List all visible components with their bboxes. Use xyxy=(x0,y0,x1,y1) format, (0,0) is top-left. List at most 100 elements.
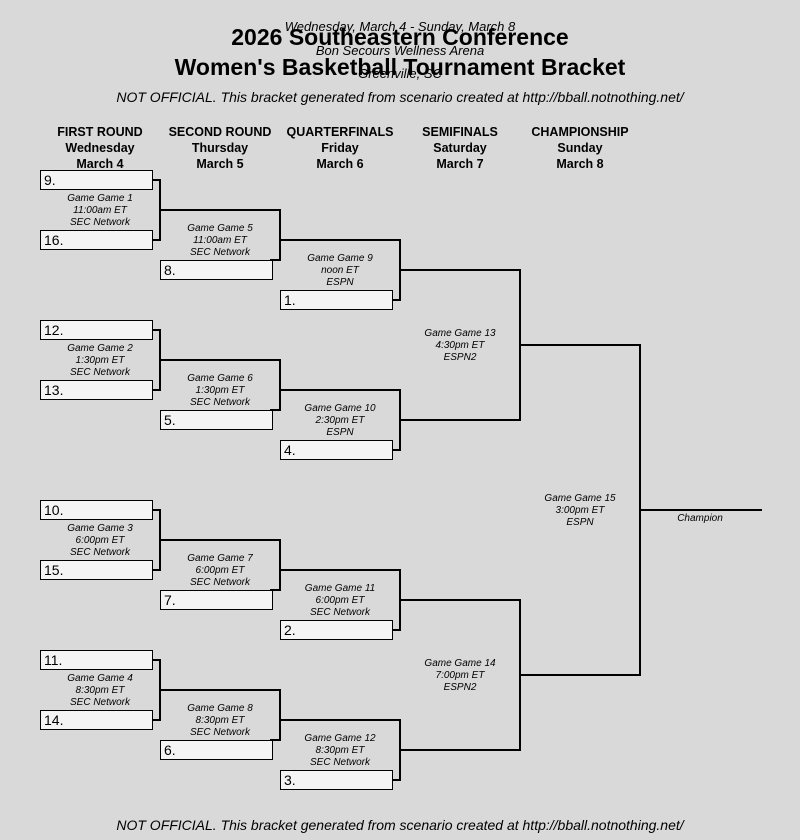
game-time: noon ET xyxy=(321,265,359,276)
bracket-connector xyxy=(160,359,281,411)
round-day: Saturday xyxy=(433,141,487,155)
game-network: ESPN xyxy=(326,277,354,288)
game-time: 6:00pm ET xyxy=(75,535,125,546)
disclaimer-bottom: NOT OFFICIAL. This bracket generated fro… xyxy=(116,817,684,833)
champion-label: Champion xyxy=(677,513,723,524)
game-time: 6:00pm ET xyxy=(315,595,365,606)
round-day: Sunday xyxy=(557,141,603,155)
round-date: March 8 xyxy=(556,157,604,171)
title-line-1: 2026 Southeastern Conference xyxy=(231,24,569,50)
game-time: 3:00pm ET xyxy=(555,505,605,516)
game-label: Game Game 15 xyxy=(544,493,616,504)
seed-slot-1[interactable]: 1. xyxy=(280,290,393,310)
seed-slot-5[interactable]: 5. xyxy=(160,410,273,430)
round-day: Thursday xyxy=(191,141,249,155)
game-label: Game Game 13 xyxy=(424,328,496,339)
seed-slot-2[interactable]: 2. xyxy=(280,620,393,640)
round-date: March 7 xyxy=(436,157,484,171)
game-label: Game Game 10 xyxy=(304,403,376,414)
game-network: SEC Network xyxy=(189,397,250,408)
game-info-10: Game Game 10 2:30pm ET ESPN xyxy=(280,403,400,439)
game-time: 8:30pm ET xyxy=(75,685,125,696)
game-time: 8:30pm ET xyxy=(315,745,365,756)
seed-slot-4[interactable]: 4. xyxy=(280,440,393,460)
game-network: SEC Network xyxy=(189,577,250,588)
seed-slot-15[interactable]: 15. xyxy=(40,560,153,580)
game-info-7: Game Game 7 6:00pm ET SEC Network xyxy=(160,553,280,589)
game-info-8: Game Game 8 8:30pm ET SEC Network xyxy=(160,703,280,739)
round-name: CHAMPIONSHIP xyxy=(531,125,629,139)
seed-slot-10[interactable]: 10. xyxy=(40,500,153,520)
round-header-quarterfinals: QUARTERFINALS Friday March 6 xyxy=(280,124,400,172)
seed-slot-8[interactable]: 8. xyxy=(160,260,273,280)
venue-city: Greenville, SC xyxy=(358,66,442,81)
game-label: Game Game 7 xyxy=(187,553,253,564)
game-time: 1:30pm ET xyxy=(75,355,125,366)
game-network: SEC Network xyxy=(309,757,370,768)
game-network: SEC Network xyxy=(189,727,250,738)
game-label: Game Game 4 xyxy=(67,673,133,684)
bracket-connector xyxy=(160,209,281,261)
game-label: Game Game 11 xyxy=(304,583,376,594)
game-time: 4:30pm ET xyxy=(435,340,485,351)
round-day: Friday xyxy=(321,141,359,155)
game-time: 1:30pm ET xyxy=(195,385,245,396)
game-time: 11:00am ET xyxy=(73,205,127,216)
game-info-4: Game Game 4 8:30pm ET SEC Network xyxy=(40,673,160,709)
game-network: SEC Network xyxy=(189,247,250,258)
tournament-dates: Wednesday, March 4 - Sunday, March 8 xyxy=(284,19,516,34)
game-info-11: Game Game 11 6:00pm ET SEC Network xyxy=(280,583,400,619)
game-label: Game Game 12 xyxy=(304,733,376,744)
venue-name: Bon Secours Wellness Arena xyxy=(315,43,485,58)
round-day: Wednesday xyxy=(65,141,135,155)
game-info-14: Game Game 14 7:00pm ET ESPN2 xyxy=(400,658,520,694)
round-header-first: FIRST ROUND Wednesday March 4 xyxy=(40,124,160,172)
game-info-15: Game Game 15 3:00pm ET ESPN xyxy=(520,493,640,529)
seed-slot-16[interactable]: 16. xyxy=(40,230,153,250)
seed-slot-9[interactable]: 9. xyxy=(40,170,153,190)
game-time: 6:00pm ET xyxy=(195,565,245,576)
game-network: SEC Network xyxy=(309,607,370,618)
game-network: SEC Network xyxy=(69,217,130,228)
game-network: ESPN xyxy=(566,517,594,528)
game-time: 11:00am ET xyxy=(193,235,247,246)
round-name: QUARTERFINALS xyxy=(286,125,394,139)
game-time: 7:00pm ET xyxy=(435,670,485,681)
round-header-semifinals: SEMIFINALS Saturday March 7 xyxy=(400,124,520,172)
game-time: 2:30pm ET xyxy=(315,415,365,426)
round-date: March 6 xyxy=(316,157,364,171)
game-info-13: Game Game 13 4:30pm ET ESPN2 xyxy=(400,328,520,364)
game-label: Game Game 14 xyxy=(424,658,496,669)
seed-slot-13[interactable]: 13. xyxy=(40,380,153,400)
game-network: SEC Network xyxy=(69,697,130,708)
game-label: Game Game 8 xyxy=(187,703,253,714)
game-info-9: Game Game 9 noon ET ESPN xyxy=(280,253,400,289)
round-name: FIRST ROUND xyxy=(57,125,143,139)
game-label: Game Game 6 xyxy=(187,373,253,384)
game-label: Game Game 9 xyxy=(307,253,373,264)
game-network: SEC Network xyxy=(69,547,130,558)
game-info-1: Game Game 1 11:00am ET SEC Network xyxy=(40,193,160,229)
game-label: Game Game 1 xyxy=(67,193,133,204)
seed-slot-7[interactable]: 7. xyxy=(160,590,273,610)
seed-slot-3[interactable]: 3. xyxy=(280,770,393,790)
game-network: ESPN xyxy=(326,427,354,438)
round-header-championship: CHAMPIONSHIP Sunday March 8 xyxy=(520,124,640,172)
game-info-6: Game Game 6 1:30pm ET SEC Network xyxy=(160,373,280,409)
game-info-5: Game Game 5 11:00am ET SEC Network xyxy=(160,223,280,259)
game-network: ESPN2 xyxy=(443,352,477,363)
round-date: March 5 xyxy=(196,157,244,171)
seed-slot-12[interactable]: 12. xyxy=(40,320,153,340)
seed-slot-11[interactable]: 11. xyxy=(40,650,153,670)
disclaimer-top: NOT OFFICIAL. This bracket generated fro… xyxy=(116,89,684,105)
game-info-3: Game Game 3 6:00pm ET SEC Network xyxy=(40,523,160,559)
round-header-second: SECOND ROUND Thursday March 5 xyxy=(160,124,280,172)
round-name: SEMIFINALS xyxy=(422,125,498,139)
bracket-connector xyxy=(160,689,281,741)
title-line-2: Women's Basketball Tournament Bracket xyxy=(174,54,626,80)
bracket-connector xyxy=(160,539,281,591)
seed-slot-14[interactable]: 14. xyxy=(40,710,153,730)
game-info-2: Game Game 2 1:30pm ET SEC Network xyxy=(40,343,160,379)
game-info-12: Game Game 12 8:30pm ET SEC Network xyxy=(280,733,400,769)
seed-slot-6[interactable]: 6. xyxy=(160,740,273,760)
